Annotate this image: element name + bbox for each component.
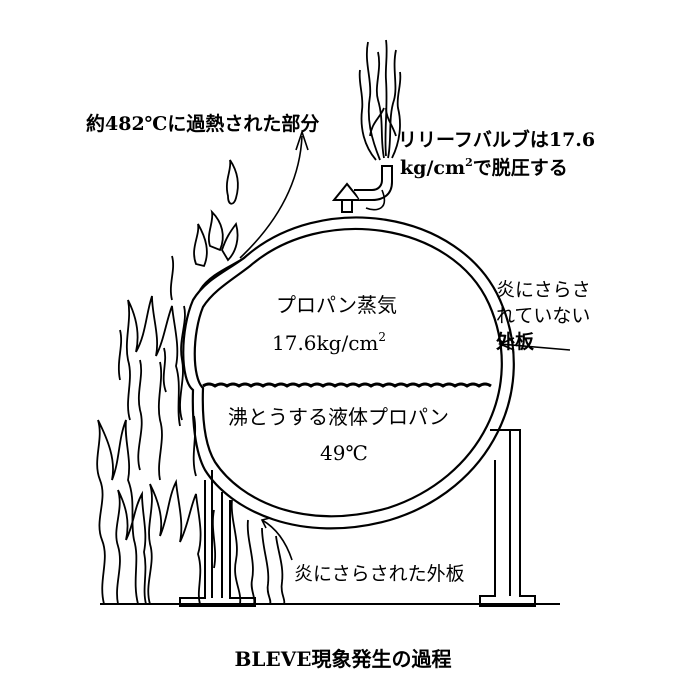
- unexposed-label-line2: れていない: [496, 305, 590, 327]
- liquid-title: 沸とうする液体プロパン: [228, 405, 449, 429]
- overheated-pointer: [239, 135, 303, 259]
- tank-shell: [182, 216, 515, 530]
- unexposed-label-line1: 炎にさらさ: [496, 279, 591, 301]
- unexposed-pointer: [499, 343, 571, 351]
- vapor-pressure-value: 17.6kg/cm: [272, 331, 378, 355]
- relief-valve-label-line2: kg/cm2で脱圧する: [400, 156, 568, 179]
- vapor-title: プロパン蒸気: [276, 293, 397, 317]
- valve-pointer: [365, 189, 386, 211]
- overheated-bulge: [199, 257, 245, 291]
- vapor-pressure: 17.6kg/cm2: [272, 330, 386, 355]
- relief-valve-label-line1: リリーフバルブは17.6: [398, 128, 595, 151]
- relief-valve-unit: kg/cm: [400, 157, 465, 179]
- overheated-part-label: 約482℃に過熱された部分: [86, 112, 319, 135]
- right-support: [479, 429, 536, 607]
- liquid-surface: [202, 382, 492, 388]
- relief-valve-tail: で脱圧する: [473, 156, 568, 179]
- overheated-pointer-arrowhead: [295, 129, 309, 151]
- exposed-pointer: [261, 519, 293, 561]
- small-flame: [193, 159, 239, 268]
- exposed-shell-label: 炎にさらされた外板: [294, 563, 465, 585]
- unexposed-label-line3: 外板: [496, 330, 535, 353]
- figure-caption: BLEVE現象発生の過程: [235, 647, 452, 671]
- unexposed-pointer-arrowhead: [497, 337, 515, 351]
- left-support: [179, 470, 256, 607]
- left-flames: [96, 255, 286, 605]
- vapor-pressure-sup: 2: [378, 330, 386, 344]
- liquid-temp: 49℃: [320, 441, 368, 465]
- valve-flame: [358, 39, 402, 161]
- relief-valve-unit-sup: 2: [465, 156, 473, 169]
- exposed-pointer-arrowhead: [260, 517, 271, 529]
